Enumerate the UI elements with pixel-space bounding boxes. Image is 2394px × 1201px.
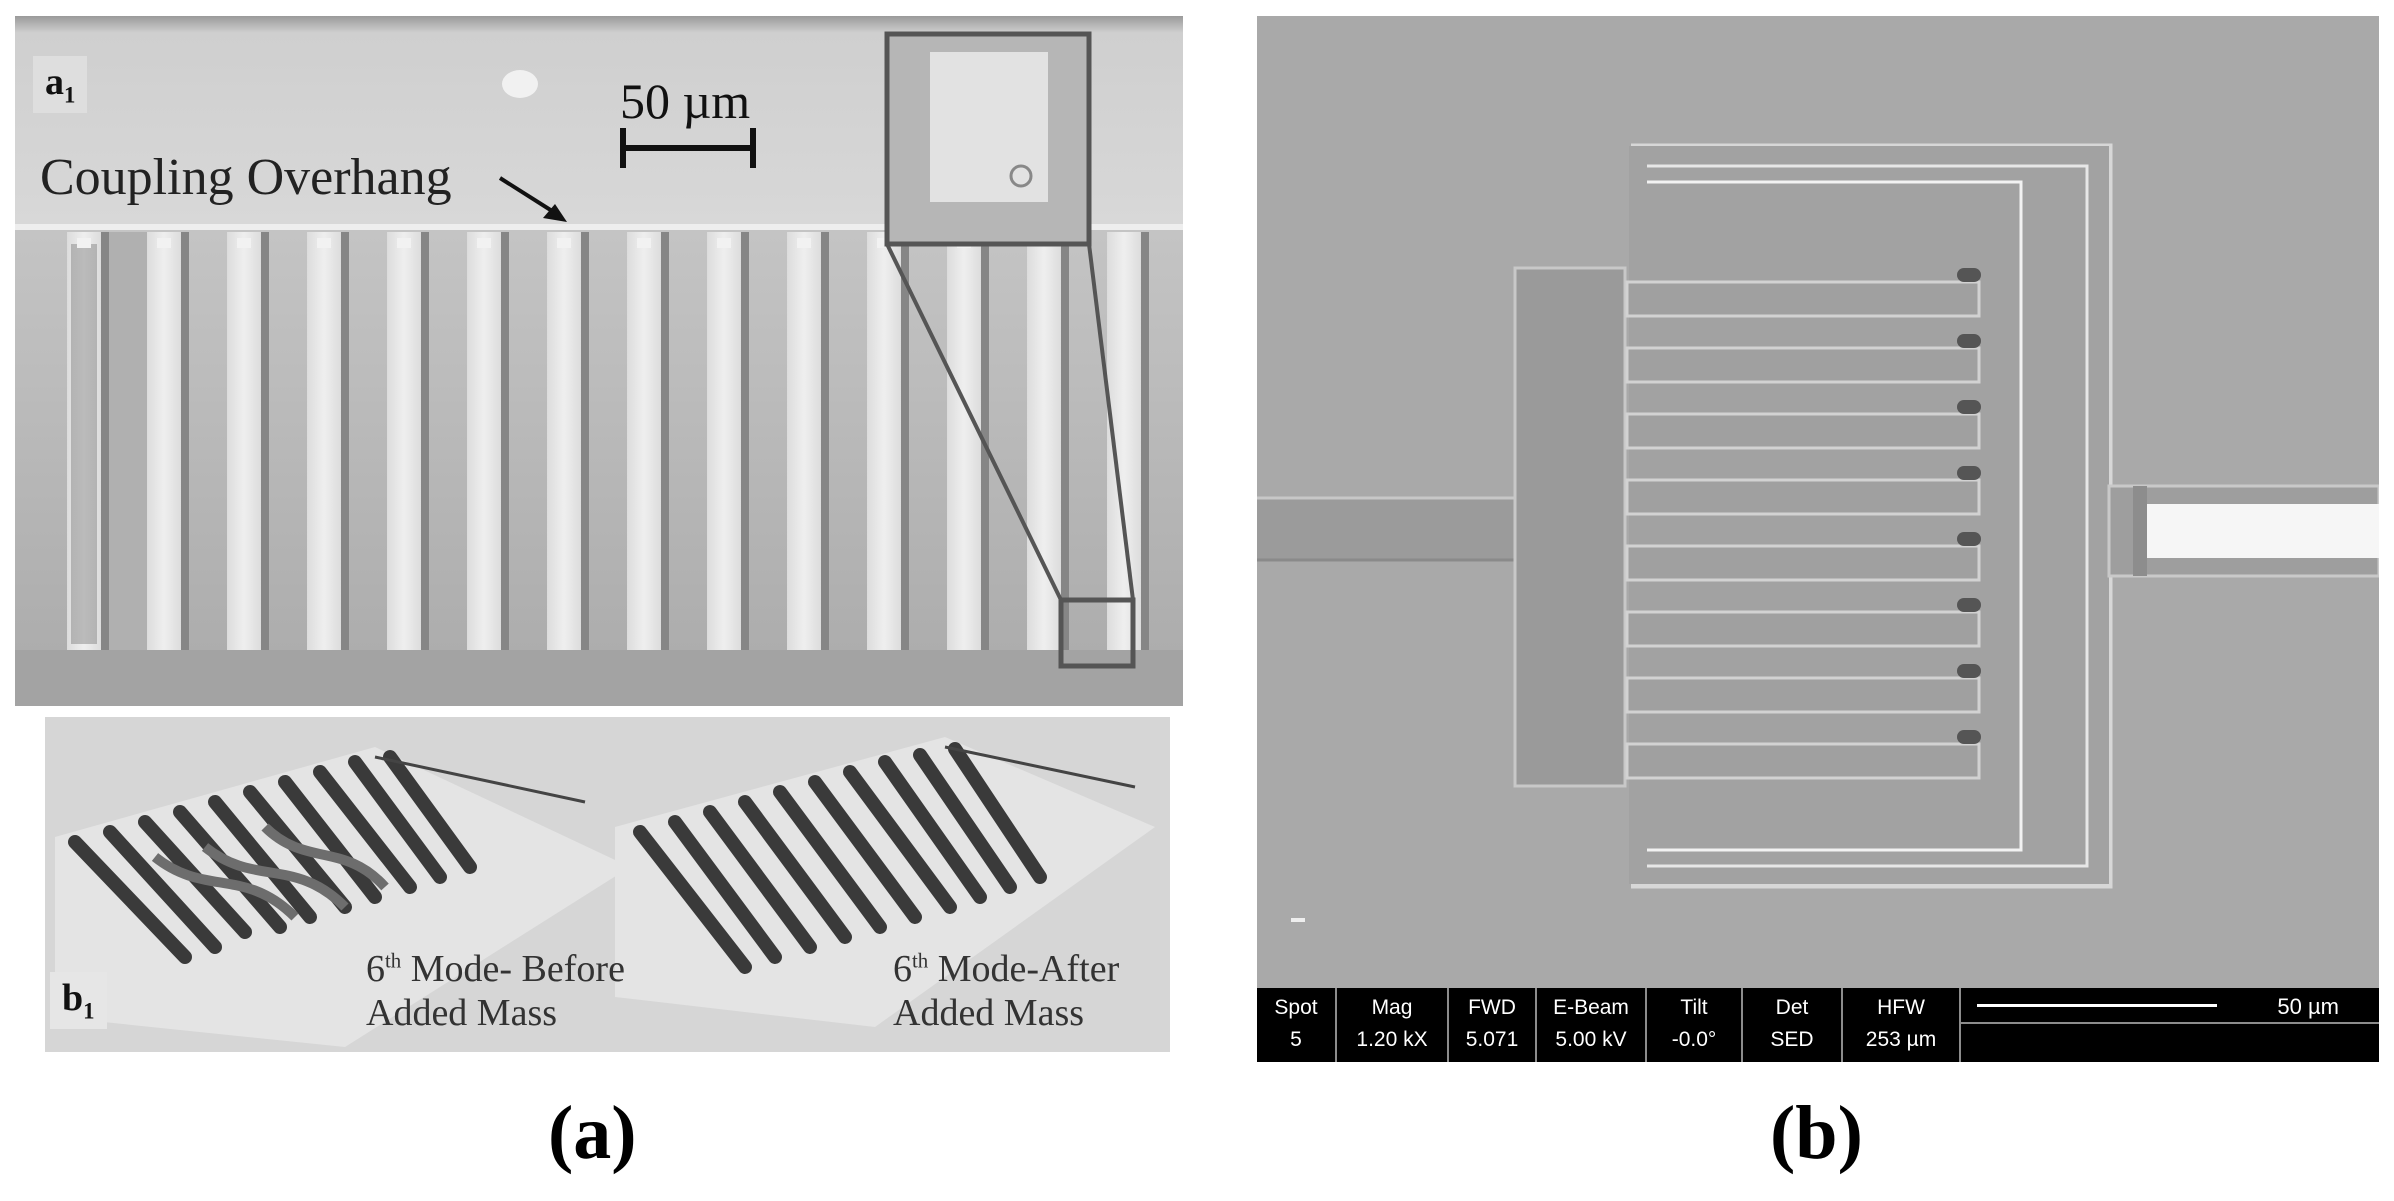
inset-tag-letter: b xyxy=(62,977,84,1019)
mode-after-line1: Mode-After xyxy=(928,948,1120,990)
info-header: HFW xyxy=(1877,996,1925,1019)
mode-shape-render xyxy=(45,717,1170,1052)
mode-superscript: th xyxy=(912,948,929,973)
info-value: 1.20 kX xyxy=(1356,1028,1428,1051)
mode-before-caption: 6th Mode- Before Added Mass xyxy=(366,948,625,1035)
sem-scale-bar xyxy=(1977,1004,2217,1007)
mode-number: 6 xyxy=(893,948,912,990)
mode-superscript: th xyxy=(385,948,402,973)
info-value: 5 xyxy=(1290,1028,1302,1051)
info-tilt: Tilt -0.0° xyxy=(1647,988,1743,1062)
inset-tag-sub: 1 xyxy=(83,998,95,1024)
info-value: SED xyxy=(1770,1028,1814,1051)
info-header: FWD xyxy=(1468,996,1516,1019)
mode-after-caption: 6th Mode-After Added Mass xyxy=(893,948,1119,1035)
info-hfw: HFW 253 µm xyxy=(1843,988,1961,1062)
sem-info-bar: Spot 5 Mag 1.20 kX FWD 5.071 E-Beam 5.00… xyxy=(1257,988,2379,1062)
overhang-arrow xyxy=(498,176,567,222)
zoom-source-box xyxy=(1058,597,1136,669)
sem-scale-label: 50 µm xyxy=(2277,994,2339,1019)
inset-tag-b1: b1 xyxy=(50,972,107,1029)
info-det: Det SED xyxy=(1743,988,1843,1062)
panel-label-a: (a) xyxy=(548,1091,637,1175)
inset-tag-a1: a1 xyxy=(33,56,88,113)
scale-bar xyxy=(620,128,756,168)
mode-number: 6 xyxy=(366,948,385,990)
mode-before-line1: Mode- Before xyxy=(401,948,625,990)
info-header: Spot xyxy=(1274,996,1318,1019)
scale-bar-label: 50 µm xyxy=(620,73,751,129)
inset-tag-sub: 1 xyxy=(64,82,76,108)
inset-tag-letter: a xyxy=(45,61,64,103)
info-header: Mag xyxy=(1371,996,1413,1019)
info-header: E-Beam xyxy=(1553,996,1629,1019)
sem-image xyxy=(1257,16,2379,1062)
info-value: -0.0° xyxy=(1671,1028,1717,1051)
info-scale: 50 µm xyxy=(1961,988,2379,1062)
info-fwd: FWD 5.071 xyxy=(1449,988,1537,1062)
mode-after-line2: Added Mass xyxy=(893,991,1085,1034)
info-value: 253 µm xyxy=(1865,1028,1937,1051)
info-spot: Spot 5 xyxy=(1257,988,1337,1062)
mode-before-line2: Added Mass xyxy=(366,991,558,1034)
info-value: 5.00 kV xyxy=(1555,1028,1627,1051)
info-ebeam: E-Beam 5.00 kV xyxy=(1537,988,1647,1062)
info-mag: Mag 1.20 kX xyxy=(1337,988,1449,1062)
info-header: Tilt xyxy=(1680,996,1708,1019)
coupling-overhang-label: Coupling Overhang xyxy=(40,149,452,206)
info-value: 5.071 xyxy=(1465,1028,1519,1051)
info-header: Det xyxy=(1775,996,1809,1019)
microscope-photo xyxy=(15,16,1183,706)
panel-label-b: (b) xyxy=(1770,1091,1863,1175)
